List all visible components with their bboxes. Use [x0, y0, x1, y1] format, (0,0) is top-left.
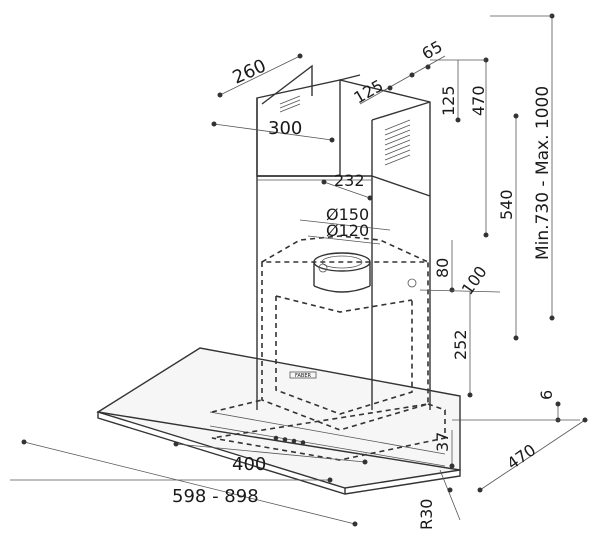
outlet-screw-left: [318, 263, 328, 273]
dim-duct-offset-side: 65: [419, 37, 446, 64]
dim-corner-radius: R30: [417, 499, 436, 530]
dim-motor-offset: 100: [458, 262, 491, 298]
vent-grille-right: [384, 119, 411, 166]
dim-duct-height: 125: [439, 85, 458, 116]
glass-canopy: [96, 347, 461, 495]
dim-upper-height: 470: [469, 85, 488, 116]
dim-duct-offset: 125: [351, 76, 387, 108]
dim-total-height: Min.730 - Max. 1000: [533, 86, 553, 260]
dim-body-height: 252: [451, 329, 470, 360]
dim-outlet-offset: 232: [334, 171, 365, 190]
dim-height-540: 540: [497, 189, 516, 220]
dim-outlet-diameter-outer: Ø150: [326, 205, 369, 224]
dim-chimney-width: 300: [268, 118, 302, 139]
dim-outlet-height: 80: [433, 258, 452, 278]
dimension-lines: [10, 13, 588, 527]
dim-outlet-diameter-inner: Ø120: [326, 221, 369, 240]
outlet-screw-right: [407, 278, 417, 288]
vent-grille-left: [279, 95, 301, 113]
dim-glass-thickness: 6: [537, 390, 556, 400]
dim-chimney-depth: 260: [229, 55, 269, 88]
dim-body-width: 400: [232, 454, 266, 475]
outlet-spigot: [313, 252, 417, 293]
control-buttons: [273, 435, 306, 445]
hood-body: FABER: [211, 235, 446, 461]
brand-label: FABER: [295, 373, 311, 379]
dim-front-height: 37: [433, 432, 452, 452]
dim-glass-depth: 470: [503, 440, 539, 473]
dim-hood-width: 598 - 898: [172, 486, 259, 507]
brand-plate: [289, 371, 317, 379]
chimney: [256, 64, 431, 410]
